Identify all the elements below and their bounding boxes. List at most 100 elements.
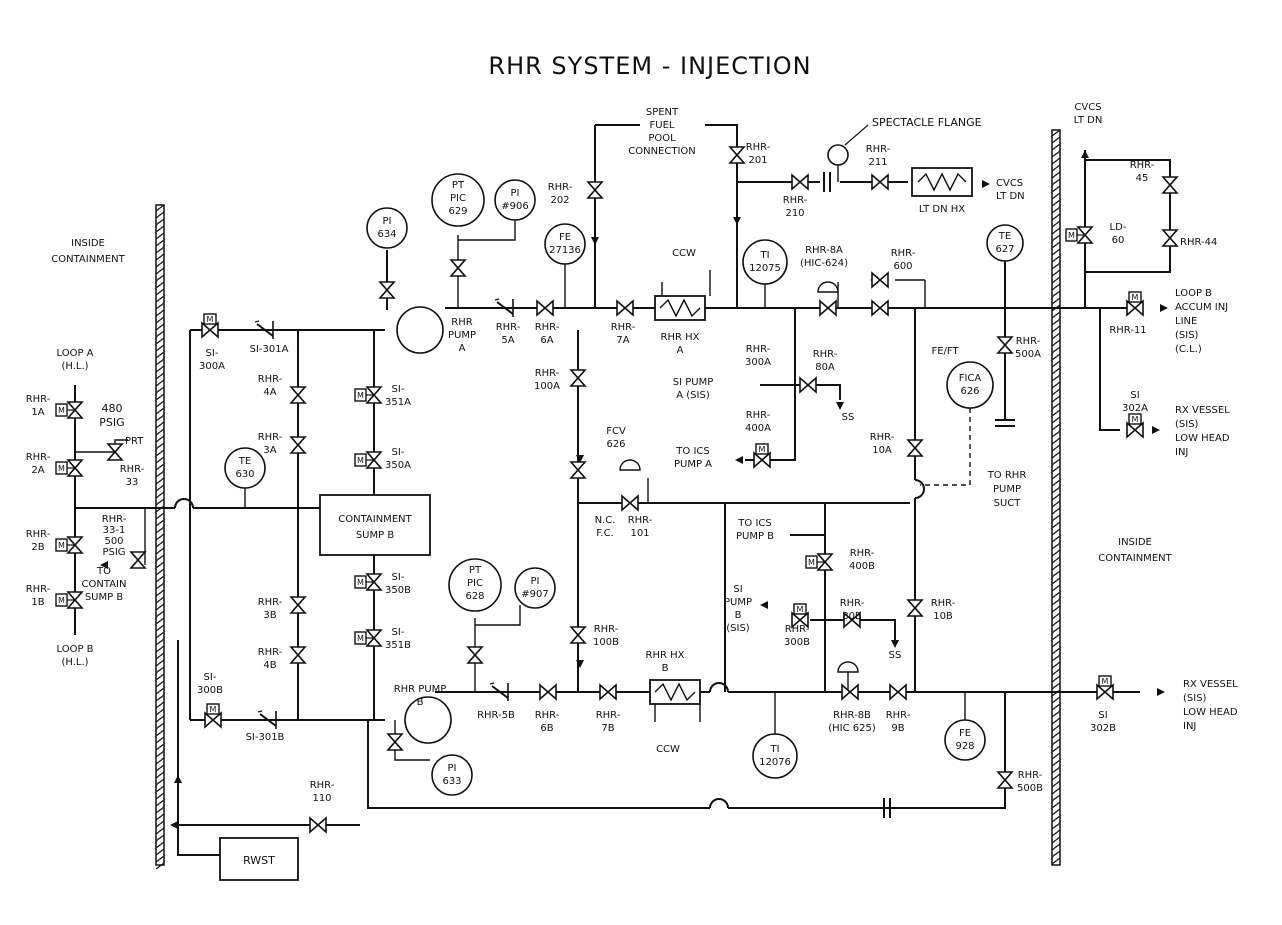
pt-pic-628 (448, 558, 502, 612)
rhr10a-label: RHR-10A (870, 432, 895, 456)
rhr80b-label: RHR-80B (840, 598, 865, 622)
rhr5a-label: RHR-5A (496, 322, 521, 346)
rhr2a-label: RHR-2A (26, 452, 51, 476)
ti-12075 (742, 239, 788, 285)
te-627 (986, 224, 1024, 262)
rhr10b-label: RHR-10B (931, 598, 956, 622)
fe-928 (944, 719, 986, 761)
te-630 (224, 447, 266, 489)
rhr300a-label: RHR-300A (745, 344, 771, 368)
pi906-label: PI#906 (501, 188, 528, 212)
containment-wall-left (155, 204, 165, 870)
rhr600-label: RHR-600 (891, 248, 916, 272)
si301b-label: SI-301B (246, 732, 285, 743)
diagram-title: RHR SYSTEM - INJECTION (488, 52, 811, 80)
instruments (224, 173, 1024, 796)
ld-hx-label: LT DN HX (919, 204, 965, 215)
ti-12076 (752, 733, 798, 779)
fe-ft-label: FE/FT (931, 346, 959, 357)
rhr400b-label: RHR-400B (849, 548, 875, 572)
pi-907 (514, 567, 556, 609)
rhr-hx-a (654, 270, 711, 321)
rhr201-label: RHR-201 (746, 142, 771, 166)
rhr4a-label: RHR-4A (258, 374, 283, 398)
prt-label: PRT (125, 436, 144, 447)
rhr8a-label: RHR-8A(HIC-624) (800, 245, 848, 269)
si300b-label: SI-300B (197, 672, 223, 696)
rhr8b-label: RHR-8B(HIC 625) (828, 710, 876, 734)
rhr1a-label: RHR-1A (26, 394, 51, 418)
si350a-label: SI-350A (385, 447, 411, 471)
ld-hx (911, 167, 973, 197)
spectacle-flange (823, 124, 1015, 818)
rhr210-label: RHR-210 (783, 195, 808, 219)
ccw-a-label: CCW (672, 248, 696, 259)
rhr211-label: RHR-211 (866, 144, 891, 168)
pi-634 (366, 207, 408, 249)
rhr33-label: RHR-33 (120, 464, 145, 488)
rhr100a-label: RHR-100A (534, 368, 560, 392)
rhr7a-label: RHR-7A (611, 322, 636, 346)
rhr101-label: RHR-101 (628, 515, 653, 539)
containment-wall-right (1051, 129, 1061, 866)
spectacle-label: SPECTACLE FLANGE (872, 116, 982, 129)
fica-626 (946, 361, 994, 409)
rhr110-label: RHR-110 (310, 780, 335, 804)
rhr3b-label: RHR-3B (258, 597, 283, 621)
si300a-label: SI-300A (199, 348, 225, 372)
rhr2b-label: RHR-2B (26, 529, 51, 553)
actuators (619, 281, 859, 673)
ss-a-label: SS (842, 412, 855, 423)
rhr202-label: RHR-202 (548, 182, 573, 206)
si301a-label: SI-301A (250, 344, 289, 355)
si351b-label: SI-351B (385, 627, 411, 651)
fe-27136 (544, 223, 586, 265)
rhr44-label: RHR-44 (1180, 237, 1217, 248)
rhr-pump-b (404, 696, 452, 744)
rhr9b-label: RHR-9B (886, 710, 911, 734)
loop-b-hl-label: LOOP B(H.L.) (56, 644, 93, 668)
rhr6a-label: RHR-6A (535, 322, 560, 346)
rhr500b-label: RHR-500B (1017, 770, 1043, 794)
rhr5b-label: RHR-5B (477, 710, 515, 721)
pt-pic-629 (431, 173, 485, 227)
rwst-tank (219, 837, 299, 881)
pi907-label: PI#907 (521, 576, 548, 600)
rhr500a-label: RHR-500A (1015, 336, 1041, 360)
ccw-b-label: CCW (656, 744, 680, 755)
rhr11-label: RHR-11 (1109, 325, 1146, 336)
